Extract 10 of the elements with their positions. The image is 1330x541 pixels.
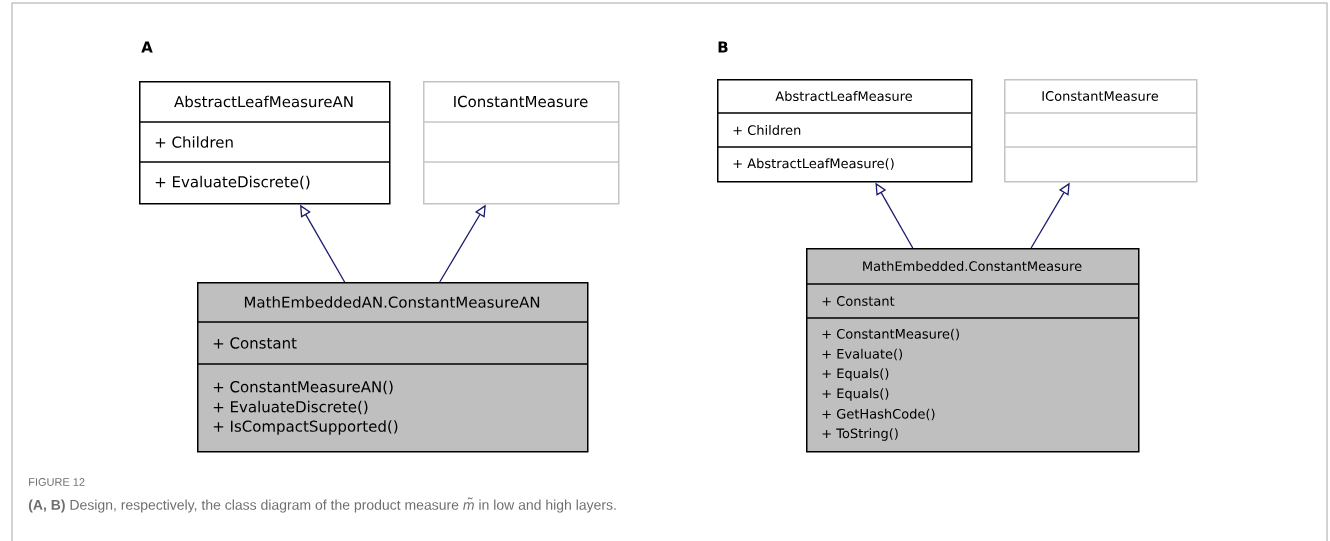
interface-box: IConstantMeasure <box>422 81 620 205</box>
class-box: MathEmbedded.ConstantMeasure + Constant + ConstantMeasure() + Evaluate() + Equals() + Equals() + GetHashCode() + ToString() <box>805 248 1140 453</box>
class-box: MathEmbeddedAN.ConstantMeasureAN + Constant + ConstantMeasureAN() + EvaluateDiscrete() + IsCompactSupported() <box>196 282 589 453</box>
class-box: AbstractLeafMeasureAN + Children + EvaluateDiscrete() <box>138 81 391 205</box>
figure-caption: (A, B) Design, respectively, the class diagram of the product measure m̃ in low and high layers. <box>28 497 616 513</box>
class-box: AbstractLeafMeasure + Children + AbstractLeafMeasure() <box>716 79 973 183</box>
panel-letter: A <box>141 41 153 53</box>
figure-number: FIGURE 12 <box>29 478 85 486</box>
interface-box: IConstantMeasure <box>1003 79 1198 183</box>
panel-letter: B <box>718 41 728 53</box>
